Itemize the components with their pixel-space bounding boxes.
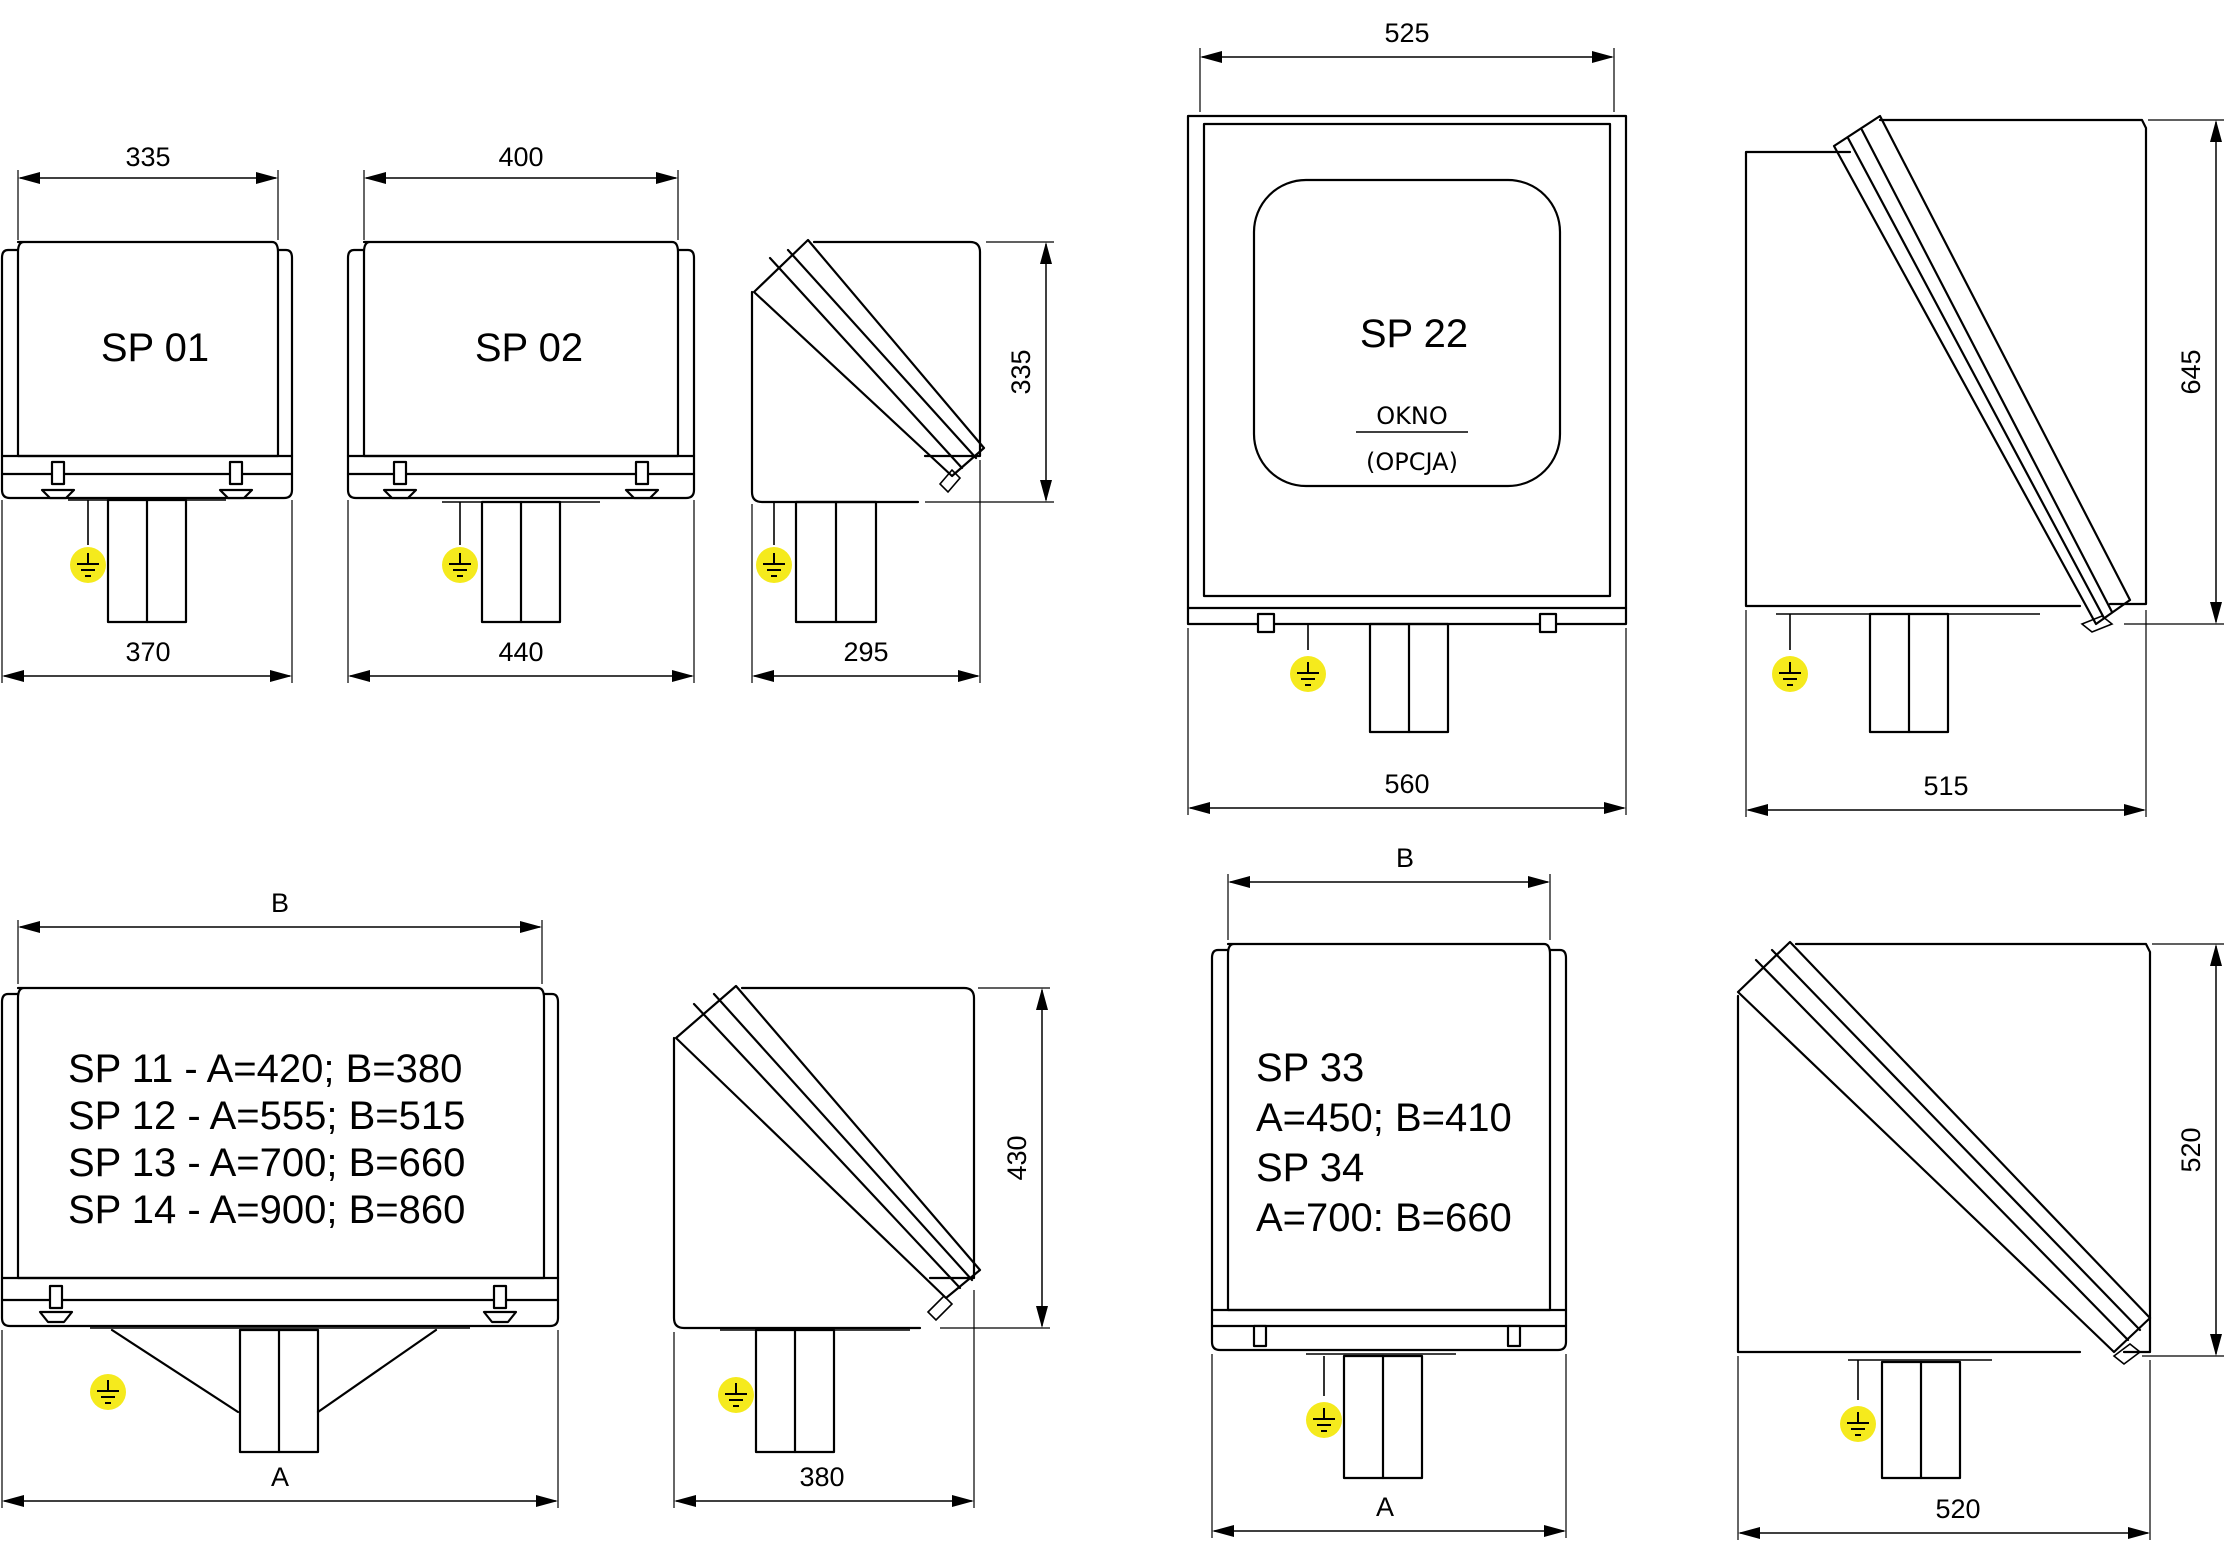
- dimension-value: 370: [125, 637, 170, 667]
- mounting-clamp-left: [382, 460, 418, 500]
- model-line-2: SP 12 - A=555; B=515: [68, 1094, 465, 1138]
- dimension-value: 430: [1002, 1135, 1032, 1180]
- mounting-clamp-right: [1506, 1324, 1522, 1348]
- dimension-top: 525: [1199, 18, 1615, 112]
- dimension-height: 335: [925, 241, 1054, 503]
- dimension-bottom: 520: [1737, 1356, 2151, 1540]
- model-label: SP 02: [475, 326, 583, 370]
- mounting-clamp-left: [40, 460, 76, 500]
- dimension-bottom: 440: [347, 500, 695, 683]
- model-line-3: SP 34: [1256, 1146, 1364, 1190]
- sp22-side-view: 645 515: [1744, 114, 2224, 817]
- model-line-3: SP 13 - A=700; B=660: [68, 1141, 465, 1185]
- dimension-value: 560: [1384, 769, 1429, 799]
- dimension-top: 335: [17, 142, 279, 240]
- dimension-height: 645: [2124, 119, 2224, 625]
- model-line-1: SP 11 - A=420; B=380: [68, 1047, 462, 1091]
- dimension-value: 335: [1006, 349, 1036, 394]
- dimension-value: 520: [1935, 1494, 1980, 1524]
- mounting-clamp-right: [1538, 612, 1558, 634]
- sp1x-front-view: SP 11 - A=420; B=380 SP 12 - A=555; B=51…: [0, 888, 560, 1508]
- dimension-top: 400: [363, 142, 679, 240]
- dimension-value: 520: [2176, 1127, 2206, 1172]
- model-label: SP 22: [1360, 312, 1468, 356]
- dimension-value: B: [1396, 843, 1414, 873]
- dimension-bottom: 295: [751, 460, 981, 683]
- dimension-top: B: [17, 888, 543, 984]
- dimension-value: A: [271, 1462, 289, 1492]
- mounting-clamp-left: [38, 1284, 74, 1324]
- sp3x-front-view: SP 33 A=450; B=410 SP 34 A=700: B=660 B …: [1210, 843, 1568, 1538]
- dimension-bottom: 380: [673, 1290, 975, 1508]
- dimension-bottom: A: [1, 1330, 559, 1508]
- dimension-height: 520: [2142, 943, 2224, 1357]
- window-note: (OPCJA): [1366, 448, 1458, 476]
- dimension-value: 525: [1384, 18, 1429, 48]
- model-line-4: A=700: B=660: [1256, 1196, 1512, 1240]
- dimension-value: 380: [799, 1462, 844, 1492]
- model-line-2: A=450; B=410: [1256, 1096, 1512, 1140]
- window-label: OKNO: [1376, 402, 1447, 430]
- dimension-bottom: 370: [1, 500, 293, 683]
- sp0x-side-view: 335 295: [750, 238, 1054, 683]
- dimension-height: 430: [940, 987, 1050, 1329]
- dimension-value: 335: [125, 142, 170, 172]
- mounting-clamp-left: [1252, 1324, 1268, 1348]
- model-line-4: SP 14 - A=900; B=860: [68, 1188, 465, 1232]
- sp01-front-view: SP 01 335 370: [0, 142, 294, 683]
- model-line-1: SP 33: [1256, 1046, 1364, 1090]
- model-label: SP 01: [101, 326, 209, 370]
- dimension-value: A: [1376, 1492, 1394, 1522]
- dimension-value: B: [271, 888, 289, 918]
- sp02-front-view: SP 02 400 440: [346, 142, 696, 683]
- dimension-value: 400: [498, 142, 543, 172]
- sp22-front-view: SP 22 OKNO (OPCJA) 525 560: [1186, 18, 1628, 815]
- dimension-value: 440: [498, 637, 543, 667]
- dimension-value: 515: [1923, 771, 1968, 801]
- sp1x-side-view: 430 380: [672, 984, 1050, 1508]
- mounting-clamp-right: [624, 460, 660, 500]
- mounting-clamp-right: [218, 460, 254, 500]
- dimension-bottom: 515: [1745, 610, 2147, 817]
- sp3x-side-view: 520 520: [1736, 940, 2224, 1540]
- dimension-value: 295: [843, 637, 888, 667]
- dimension-bottom: A: [1211, 1354, 1567, 1538]
- dimension-value: 645: [2176, 349, 2206, 394]
- dimension-top: B: [1227, 843, 1551, 940]
- mounting-clamp-left: [1256, 612, 1276, 634]
- dimension-bottom: 560: [1187, 628, 1627, 815]
- mounting-clamp-right: [482, 1284, 518, 1324]
